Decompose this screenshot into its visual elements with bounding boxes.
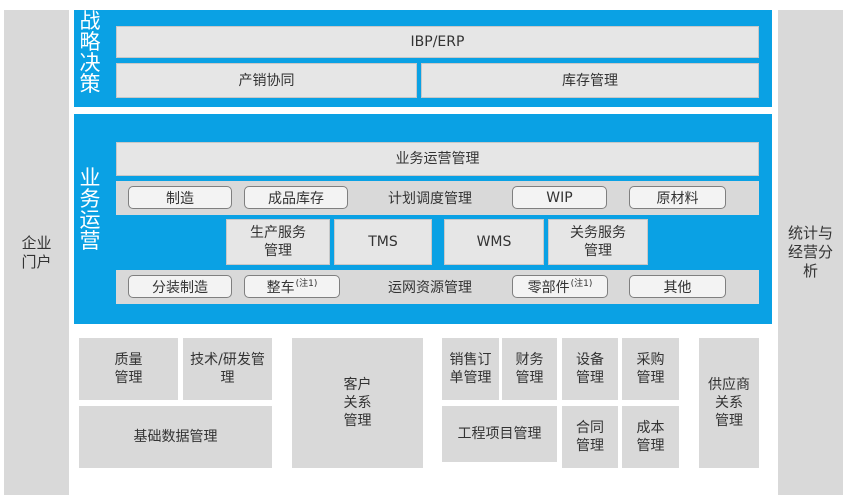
equipment-box: 设备 管理 [562,338,618,400]
enterprise-portal-label: 企业 门户 [21,233,52,271]
cost-label: 成本 管理 [636,420,665,454]
sales-order-box: 销售订 单管理 [442,338,499,400]
operations-title: 业 务 运 营 [79,166,101,253]
network-row-text: 运网资源管理 [388,279,472,296]
contract-label: 合同 管理 [576,420,604,454]
pill-finished-inventory: 成品库存 [244,186,348,209]
network-row-label: 运网资源管理 [360,275,500,298]
contract-box: 合同 管理 [562,406,618,468]
production-sales-label: 产销协同 [238,72,295,89]
operations-header-box: 业务运营管理 [116,142,759,176]
procurement-label: 采购 管理 [636,352,665,386]
pill-parts: 零部件(注1) [512,275,608,298]
statistics-analysis-label: 统计与 经营分 析 [787,224,833,280]
pill-manufacturing-label: 制造 [166,190,194,207]
finance-box: 财务 管理 [502,338,557,400]
enterprise-portal: 企业 门户 [4,10,69,495]
pill-wip-label: WIP [546,189,573,206]
note-marker: (注1) [295,279,318,289]
customs-service-label: 关务服务 管理 [570,225,626,259]
planning-row-label: 计划调度管理 [360,186,500,209]
planning-row-text: 计划调度管理 [388,190,472,207]
production-service-label: 生产服务 管理 [250,225,306,259]
supplier-relationship-label: 供应商 关系 管理 [708,377,750,429]
inventory-management-box: 库存管理 [421,63,759,98]
strategy-title: 战 略 决 策 [79,9,101,96]
pill-subassembly: 分装制造 [128,275,232,298]
pill-raw-materials-label: 原材料 [656,190,699,207]
project-management-box: 工程项目管理 [442,406,557,462]
pill-complete-vehicle: 整车(注1) [244,275,340,298]
supplier-relationship-box: 供应商 关系 管理 [699,338,759,468]
ibp-erp-label: IBP/ERP [410,34,465,50]
pill-manufacturing: 制造 [128,186,232,209]
cost-box: 成本 管理 [622,406,679,468]
pill-others-label: 其他 [663,279,692,296]
customs-service-box: 关务服务 管理 [548,219,648,265]
project-management-label: 工程项目管理 [457,426,542,442]
tms-label: TMS [368,234,398,250]
pill-parts-label: 零部件 [527,279,570,296]
note-marker: (注1) [570,279,593,289]
statistics-analysis: 统计与 经营分 析 [778,10,843,495]
rnd-management-label: 技术/研发管 理 [190,352,265,386]
pill-others: 其他 [629,275,726,298]
pill-subassembly-label: 分装制造 [152,279,208,296]
pill-raw-materials: 原材料 [629,186,726,209]
wms-label: WMS [476,234,512,250]
pill-wip: WIP [512,186,607,209]
sales-order-label: 销售订 单管理 [449,352,492,386]
wms-box: WMS [444,219,544,265]
tms-box: TMS [334,219,432,265]
production-service-box: 生产服务 管理 [226,219,330,265]
equipment-label: 设备 管理 [576,352,604,386]
master-data-box: 基础数据管理 [79,406,272,468]
pill-finished-inventory-label: 成品库存 [268,190,324,207]
master-data-label: 基础数据管理 [133,429,218,445]
crm-label: 客户 关系 管理 [343,377,372,429]
pill-complete-vehicle-label: 整车 [266,279,295,296]
ibp-erp-box: IBP/ERP [116,26,759,58]
rnd-management-box: 技术/研发管 理 [183,338,272,400]
inventory-management-label: 库存管理 [562,72,618,89]
procurement-box: 采购 管理 [622,338,679,400]
finance-label: 财务 管理 [515,352,544,386]
quality-management-box: 质量 管理 [79,338,178,400]
crm-box: 客户 关系 管理 [292,338,423,468]
operations-header-label: 业务运营管理 [395,151,480,167]
production-sales-box: 产销协同 [116,63,417,98]
quality-management-label: 质量 管理 [114,352,143,386]
